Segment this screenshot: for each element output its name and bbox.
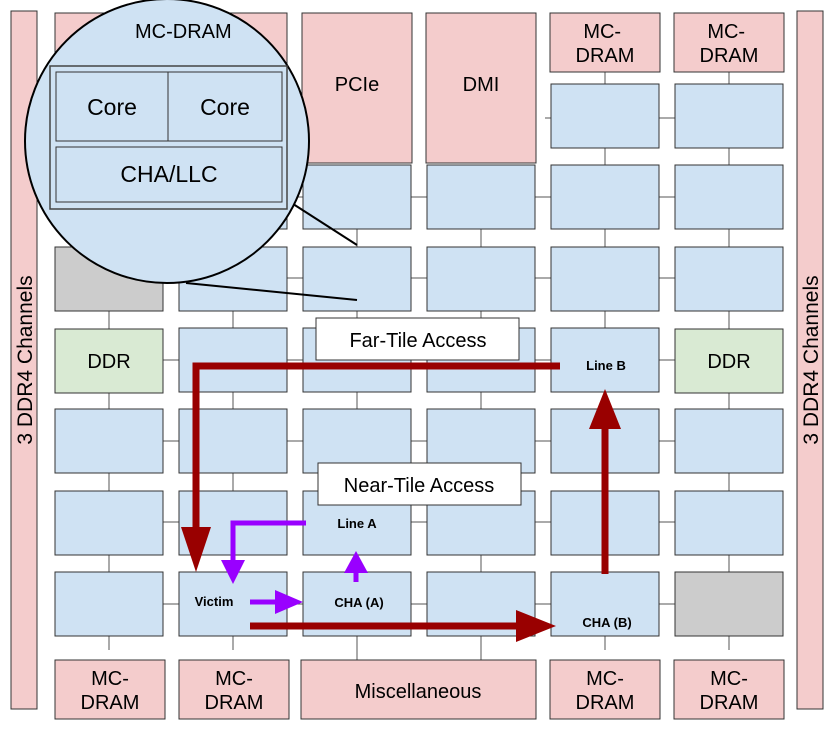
- ddr-blocks: DDR DDR: [54, 328, 784, 394]
- pcie-block: [301, 12, 413, 164]
- misc-block: [300, 659, 537, 720]
- left-channel-label: 3 DDR4 Channels: [14, 275, 37, 444]
- tile: [54, 408, 164, 474]
- top-mc-dram-1-label: MC- DRAM: [576, 21, 635, 67]
- misc-label: Miscellaneous: [355, 681, 482, 703]
- top-mc-dram-1: [549, 12, 661, 73]
- bottom-mc-dram-3-text: MC-: [586, 668, 624, 690]
- mc-dram-second-line: DRAM: [576, 45, 635, 67]
- mc-dram-second-line: DRAM: [576, 692, 635, 714]
- svg-text:MC-DRAM: MC-DRAM: [81, 668, 140, 714]
- bottom-mc-dram-2-text: MC-: [215, 668, 253, 690]
- victim-label: Victim: [195, 594, 234, 609]
- top-mc-dram-2-label: MC- DRAM: [700, 21, 759, 67]
- tile: [674, 83, 784, 149]
- bottom-mc-dram-4: [673, 659, 785, 720]
- tile: [550, 327, 660, 393]
- bottom-mc-dram-4-text: MC-: [710, 668, 748, 690]
- dmi-label: DMI: [463, 74, 500, 96]
- zoom-cha-llc: [55, 146, 283, 203]
- tile: [674, 164, 784, 230]
- cha-b-label: CHA (B): [582, 615, 631, 630]
- svg-text:MC-DRAM: MC-DRAM: [576, 668, 635, 714]
- mc-dram-second-line: DRAM: [700, 692, 759, 714]
- left-ddr4-channels: 3 DDR4 Channels: [10, 10, 38, 710]
- tile: [550, 164, 660, 230]
- zoom-cha-llc-label: CHA/LLC: [120, 161, 217, 187]
- disabled-tile: [674, 571, 784, 637]
- right-channel-label: 3 DDR4 Channels: [800, 275, 823, 444]
- bottom-mc-dram-2: [178, 659, 290, 720]
- mc-dram-second-line: DRAM: [205, 692, 264, 714]
- ddr-left-label: DDR: [87, 351, 130, 373]
- tile: [54, 490, 164, 556]
- zoom-circle: [24, 0, 310, 284]
- tile: [54, 571, 164, 637]
- cha-a-label: CHA (A): [334, 595, 383, 610]
- ddr-right-label: DDR: [707, 351, 750, 373]
- far-access-arrowheads: [181, 389, 621, 642]
- near-tile-callout: Near-Tile Access: [317, 462, 522, 506]
- zoom-core-2-label: Core: [200, 94, 250, 120]
- top-mc-dram-2: [673, 12, 785, 73]
- tile: [550, 246, 660, 312]
- far-tile-callout-text: Far-Tile Access: [349, 330, 486, 352]
- pcie-label: PCIe: [335, 74, 379, 96]
- zoom-mc-dram-text: MC-DRAM: [135, 21, 232, 43]
- ddr-right-block: [674, 328, 784, 394]
- tile: [550, 571, 660, 637]
- tile-labels: Line B Line A Victim CHA (A) CHA (B): [195, 358, 632, 630]
- near-tile-callout-text: Near-Tile Access: [344, 475, 494, 497]
- tile: [426, 164, 536, 230]
- bottom-mc-dram-1: [54, 659, 166, 720]
- right-ddr4-channels: 3 DDR4 Channels: [796, 10, 824, 710]
- svg-text:MC-DRAM: MC-DRAM: [700, 668, 759, 714]
- near-access-arrowheads: [221, 551, 368, 614]
- far-tile-callout: Far-Tile Access: [315, 317, 520, 361]
- svg-text:MC-DRAM: MC-DRAM: [205, 668, 264, 714]
- far-access-path: [192, 362, 609, 630]
- bottom-mc-dram-1-text: MC-: [91, 668, 129, 690]
- tile: [302, 164, 412, 230]
- zoom-magnifier: MC-DRAM Core Core CHA/LLC: [24, 0, 310, 284]
- mc-dram-second-line: DRAM: [81, 692, 140, 714]
- tile: [426, 246, 536, 312]
- dmi-block: [425, 12, 537, 164]
- tile: [550, 83, 660, 149]
- tile: [674, 408, 784, 474]
- top-mc-dram-1-text: MC-: [583, 21, 621, 43]
- zoom-core-2: [167, 71, 283, 142]
- ddr-left-block: [54, 328, 164, 394]
- bottom-mc-dram-3: [549, 659, 661, 720]
- mc-dram-second-line: DRAM: [700, 45, 759, 67]
- tile: [674, 490, 784, 556]
- zoom-core-1-label: Core: [87, 94, 137, 120]
- line-b-label: Line B: [586, 358, 626, 373]
- line-a-label: Line A: [337, 516, 377, 531]
- bottom-blocks: Miscellaneous MC-DRAM MC-DRAM MC-DRAM MC…: [54, 659, 785, 720]
- top-mc-dram-2-text: MC-: [707, 21, 745, 43]
- tile: [674, 246, 784, 312]
- tile: [426, 408, 536, 474]
- tile: [302, 246, 412, 312]
